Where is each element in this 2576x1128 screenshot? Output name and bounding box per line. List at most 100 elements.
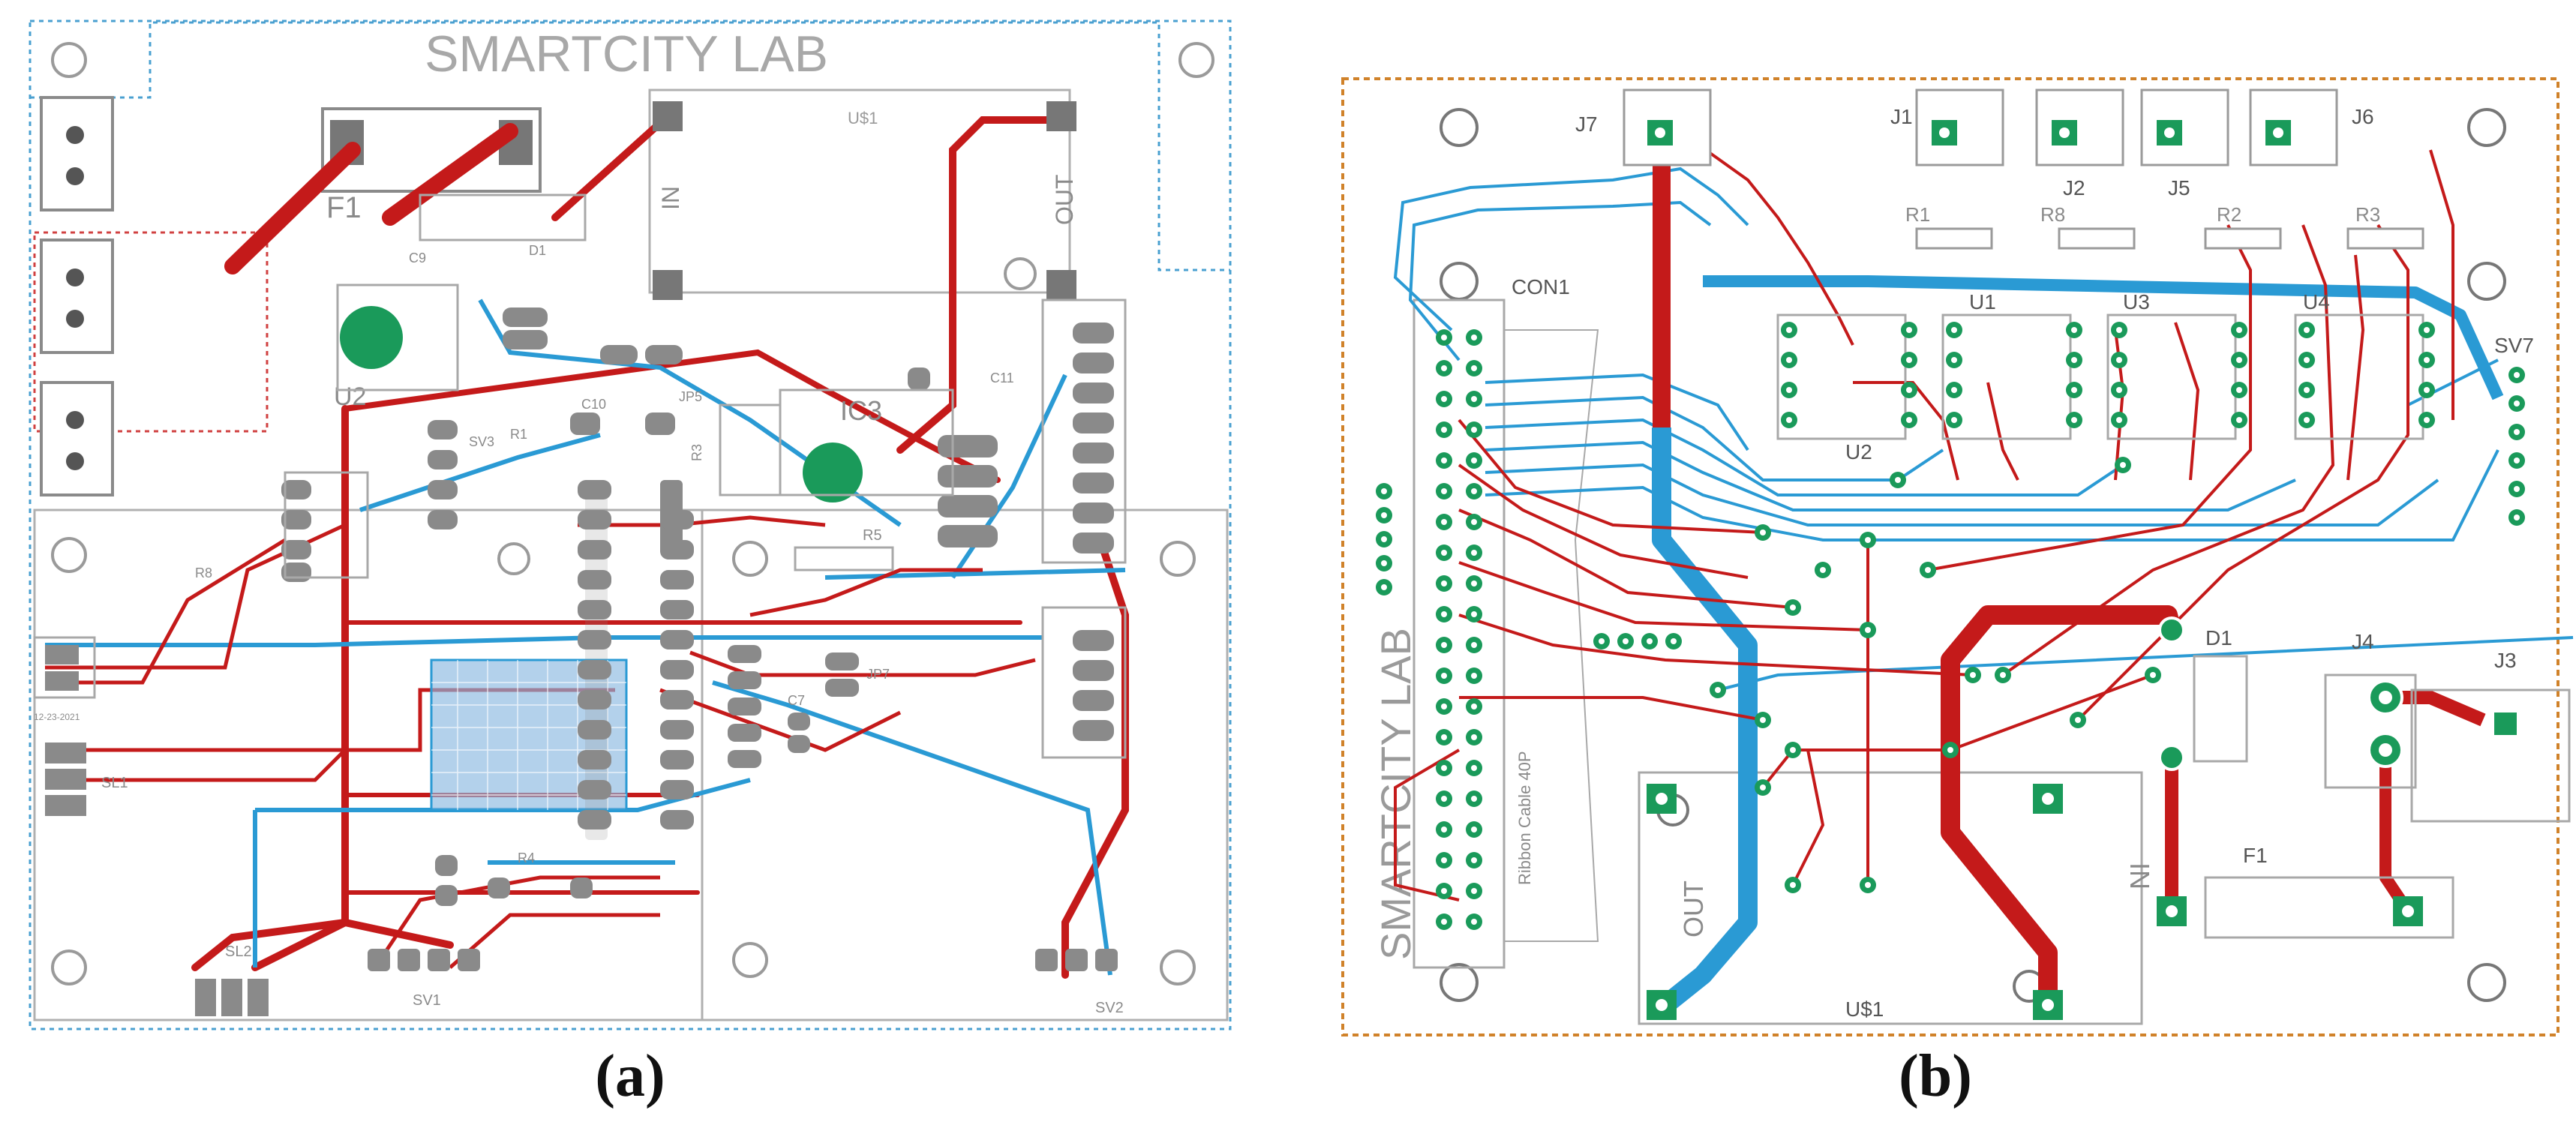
via-hole (2304, 417, 2310, 423)
label-u2: U2 (334, 382, 366, 411)
via-hole (1599, 638, 1605, 644)
via-hole (1715, 687, 1721, 693)
component-labels-a: U2 IC3 C9 D1 C10 C11 R1 R3 R4 R5 R8 SV1 … (34, 243, 1124, 1016)
label-out: OUT (1051, 174, 1078, 225)
label-sv3: SV3 (469, 434, 494, 449)
via-hole (1786, 387, 1792, 393)
caption-b: (b) (1899, 1043, 1972, 1109)
via-hole (1895, 477, 1901, 483)
header-pad-hole (1441, 334, 1447, 340)
regulator-box (648, 88, 1071, 294)
header-pad-hole (1471, 734, 1477, 740)
via-hole (1786, 327, 1792, 333)
ic-labels-b: U1 U2 U3 U4 CON1 SV7 D1 F1 U$1 J1 J2 J3 … (1512, 105, 2534, 1021)
header-pad-hole (1471, 519, 1477, 525)
header-pad-hole (1441, 550, 1447, 556)
header-pad-hole (1441, 642, 1447, 648)
header-pad-hole (1441, 888, 1447, 894)
via-hole (2514, 429, 2520, 435)
header-pad-hole (1441, 704, 1447, 710)
via-hole (1906, 357, 1912, 363)
via-hole (2150, 672, 2156, 678)
smd-pads (45, 308, 1118, 1016)
header-pad-hole (1471, 550, 1477, 556)
via-hole (1760, 784, 1766, 790)
via-hole (2236, 357, 2242, 363)
via-hole (2075, 717, 2081, 723)
label-u4: U4 (2303, 290, 2330, 314)
signal-traces-blue (45, 298, 1126, 976)
via-hole (2514, 486, 2520, 492)
via-hole (1790, 747, 1796, 753)
signal-traces-red-b (1394, 141, 2454, 902)
header-pad-hole (1471, 580, 1477, 586)
via-hole (1925, 567, 1931, 573)
label-r5: R5 (863, 527, 882, 544)
us1-outline (1638, 771, 2143, 1025)
other-pads (1376, 322, 2525, 893)
label-us1: U$1 (1845, 998, 1884, 1021)
header-pad-hole (1441, 673, 1447, 679)
header-pad-hole (1441, 458, 1447, 464)
via-hole (2071, 387, 2077, 393)
power-pad-holes (2379, 691, 2392, 757)
header-pad-hole (1471, 673, 1477, 679)
header-pad-hole (1471, 919, 1477, 925)
label-d1: D1 (529, 243, 546, 258)
header-pad-hole (1441, 796, 1447, 802)
via-hole (1970, 672, 1976, 678)
via-hole (1760, 717, 1766, 723)
via-hole (1381, 512, 1387, 518)
header-pad-hole (1441, 488, 1447, 494)
header-pad-hole (1441, 365, 1447, 371)
header-pad-hole (1471, 888, 1477, 894)
panel-b: SMARTCITY LAB (1328, 0, 2576, 1128)
via-hole (1647, 638, 1653, 644)
header-pad-hole (1471, 704, 1477, 710)
via-hole (1381, 536, 1387, 542)
label-r1: R1 (1905, 203, 1930, 226)
via-hole (2424, 387, 2430, 393)
via-hole (1820, 567, 1826, 573)
label-out: OUT (1678, 880, 1709, 938)
caption-a: (a) (595, 1043, 665, 1109)
label-ribbon: Ribbon Cable 40P (1515, 751, 1534, 885)
label-f1: F1 (2243, 844, 2268, 867)
via-hole (1786, 417, 1792, 423)
via-hole (2514, 514, 2520, 520)
via-hole (1671, 638, 1677, 644)
via-hole (2514, 400, 2520, 406)
regulator-pads (653, 101, 1076, 300)
via-hole (2236, 327, 2242, 333)
via-hole (1381, 560, 1387, 566)
header-pad-hole (1441, 734, 1447, 740)
label-j5: J5 (2168, 176, 2190, 200)
via-hole (2304, 327, 2310, 333)
header-pad-hole (1441, 427, 1447, 433)
con1-pads (1436, 329, 1482, 930)
label-date: 12-23-2021 (34, 712, 80, 722)
via-hole (1865, 537, 1871, 543)
header-pad-hole (1471, 826, 1477, 832)
via-hole (1786, 357, 1792, 363)
header-pad-hole (1471, 458, 1477, 464)
header-pad-hole (1471, 796, 1477, 802)
via-hole (2116, 357, 2122, 363)
via-hole (1790, 604, 1796, 610)
label-u3: U3 (2123, 290, 2150, 314)
via-hole (1865, 627, 1871, 633)
label-r3: R3 (689, 444, 704, 461)
label-sv7: SV7 (2494, 334, 2534, 357)
header-pad-hole (1441, 396, 1447, 402)
via-hole (2116, 327, 2122, 333)
board-outline-b (1341, 77, 2559, 1036)
via-hole (2514, 458, 2520, 464)
label-con1: CON1 (1512, 275, 1570, 298)
thick-blue-bus (1703, 275, 2504, 400)
left-connectors (40, 96, 114, 496)
label-sv1: SV1 (413, 992, 441, 1009)
header-pad-hole (1471, 427, 1477, 433)
power-traces-b (1653, 135, 2486, 998)
header-pad-hole (1471, 334, 1477, 340)
label-r8: R8 (2040, 203, 2065, 226)
